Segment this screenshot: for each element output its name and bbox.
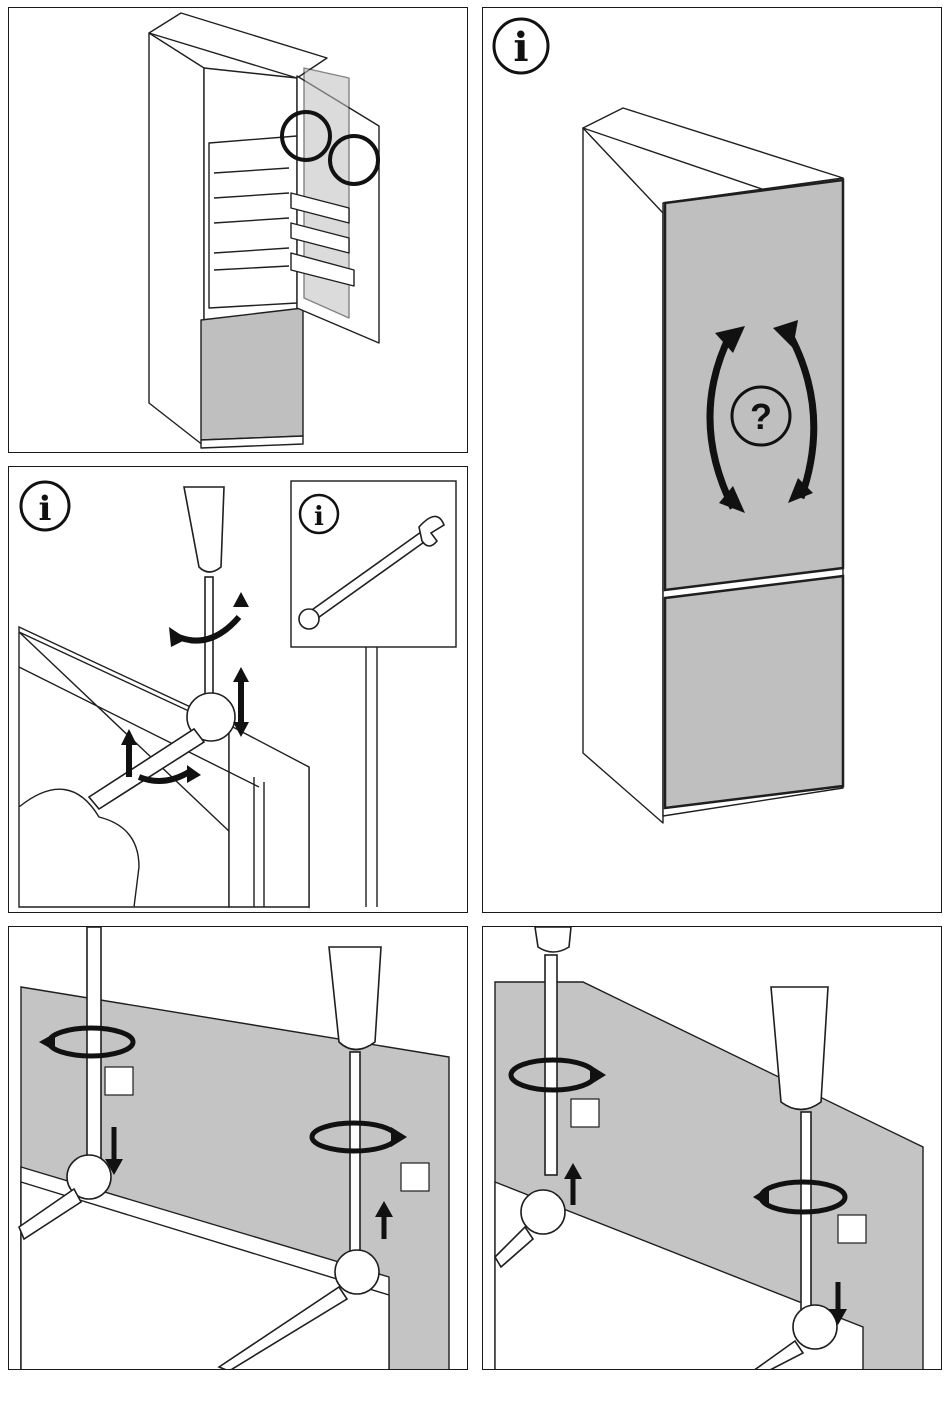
hinge-adjust-illustration: i i [9, 467, 468, 913]
callout-box [401, 1163, 429, 1191]
svg-text:i: i [39, 489, 52, 529]
step-panel-hinge-adjust: i i [8, 466, 468, 913]
step-panel-open-fridge [8, 7, 468, 453]
callout-box [838, 1215, 866, 1243]
callout-box [571, 1099, 599, 1127]
step-panel-adjust-b [482, 926, 942, 1370]
svg-text:i: i [513, 24, 528, 71]
adjust-variant-a-illustration [9, 927, 468, 1370]
open-fridge-illustration [9, 8, 468, 453]
svg-text:i: i [314, 502, 324, 532]
screwdriver-icon [87, 927, 101, 1167]
info-icon: i [494, 19, 548, 73]
screwdriver-icon [184, 487, 224, 697]
info-icon: i [300, 495, 338, 533]
info-icon: i [21, 482, 69, 530]
question-mark-icon: ? [732, 387, 790, 445]
callout-box [105, 1067, 133, 1095]
step-panel-adjust-a [8, 926, 468, 1370]
closed-fridge-illustration: i ? [483, 8, 942, 913]
step-panel-closed-fridge: i ? [482, 7, 942, 913]
svg-text:?: ? [750, 396, 772, 437]
adjust-variant-b-illustration [483, 927, 942, 1370]
